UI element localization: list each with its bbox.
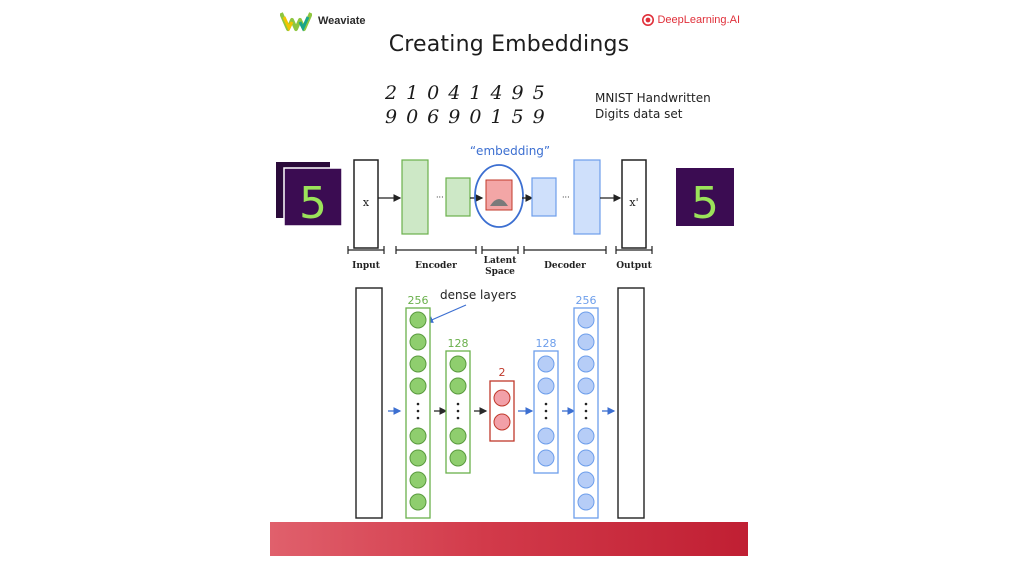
latent-dense-2 — [489, 380, 515, 442]
section-label-latent: Latent — [484, 256, 518, 266]
mnist-digits-row-2: 90690159 — [385, 106, 554, 128]
output-symbol: x' — [629, 196, 638, 209]
slide: Weaviate DeepLearning.AI Creating Embedd… — [270, 0, 748, 576]
layer-size-128-encoder: 128 — [448, 337, 469, 350]
encoder-128-ellipsis — [456, 402, 460, 420]
mnist-caption-line-1: MNIST Handwritten — [595, 91, 711, 105]
section-label-encoder: Encoder — [415, 261, 457, 271]
encoder-256-neurons — [409, 311, 427, 511]
decoder-layer-2 — [573, 159, 601, 235]
dense-layers-pointer-arrow — [425, 304, 467, 323]
encoder-128-neurons — [449, 355, 467, 467]
section-label-input: Input — [352, 261, 381, 271]
autoencoder-diagram: 5 5 x ··· “embedding” ··· x' — [276, 144, 734, 277]
input-symbol: x — [363, 196, 370, 209]
weaviate-logo: Weaviate — [280, 10, 366, 32]
encoder-layer-1 — [401, 159, 429, 235]
input-digit-image: 5 — [276, 162, 343, 229]
weaviate-wordmark: Weaviate — [318, 15, 366, 27]
output-box — [621, 159, 647, 249]
layer-size-256-encoder: 256 — [408, 294, 429, 307]
decoder-128-neurons — [537, 355, 555, 467]
section-label-space: Space — [485, 267, 515, 277]
embedding-label: “embedding” — [470, 144, 550, 158]
decoder-256-ellipsis — [584, 402, 588, 420]
section-brackets — [347, 246, 653, 254]
dense-layers-label: dense layers — [440, 288, 516, 302]
decoder-ellipsis: ··· — [562, 193, 570, 202]
decoder-layer-1 — [531, 177, 557, 217]
layer-size-256-decoder: 256 — [576, 294, 597, 307]
layer-size-2-latent: 2 — [499, 366, 506, 379]
mnist-caption-line-2: Digits data set — [595, 107, 683, 121]
deeplearning-wordmark: DeepLearning.AI — [657, 14, 740, 26]
latent-distribution-icon — [490, 199, 508, 206]
dense-output-box — [617, 287, 645, 519]
weaviate-icon — [280, 12, 312, 32]
deeplearning-logo: DeepLearning.AI — [642, 14, 740, 26]
output-digit-glyph: 5 — [691, 178, 719, 229]
deeplearning-icon — [642, 14, 655, 26]
mnist-digits-row-1: 21041495 — [385, 82, 554, 104]
output-digit-image: 5 — [676, 168, 734, 229]
encoder-layer-2 — [445, 177, 471, 217]
mnist-caption: MNIST Handwritten Digits data set — [595, 90, 711, 122]
input-digit-glyph: 5 — [299, 178, 327, 229]
section-label-output: Output — [616, 261, 652, 271]
section-label-decoder: Decoder — [544, 261, 586, 271]
decoder-256-neurons — [577, 311, 595, 511]
encoder-256-ellipsis — [416, 402, 420, 420]
input-box — [353, 159, 379, 249]
dense-layers-diagram: dense layers 256 128 2 128 — [355, 287, 645, 519]
embedding-highlight-circle — [474, 164, 524, 228]
decoder-128-ellipsis — [544, 402, 548, 420]
page-title: Creating Embeddings — [388, 32, 630, 57]
encoder-ellipsis: ··· — [436, 193, 444, 202]
latent-2-neurons — [493, 389, 511, 431]
layer-size-128-decoder: 128 — [536, 337, 557, 350]
footer-band — [270, 522, 748, 556]
dense-input-box — [355, 287, 383, 519]
